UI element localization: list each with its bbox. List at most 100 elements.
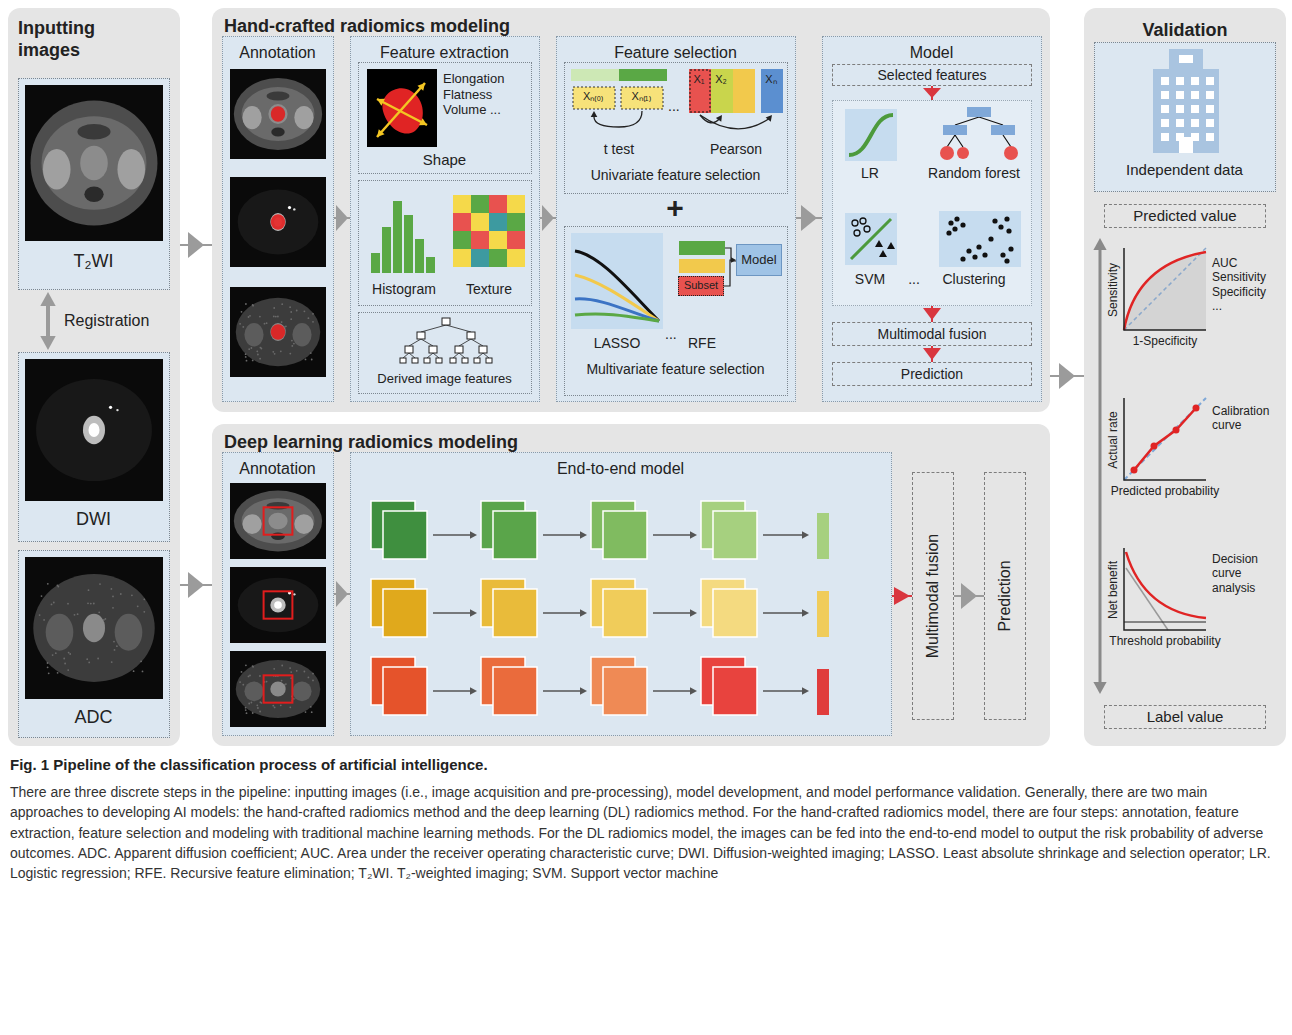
figure-part [1004,258,1009,263]
figure-part [716,115,722,122]
image-box: T₂WI [18,78,170,290]
caption-title: Fig. 1 Pipeline of the classification pr… [10,756,488,774]
figure-part [851,219,891,259]
figure-part [285,683,287,685]
node-text: ... [899,271,929,288]
figure-part [234,78,322,150]
figure-part [1191,77,1199,85]
figure-part [244,681,263,701]
figure-part [845,109,897,161]
figure-part [84,186,103,202]
figure-part [296,670,298,672]
step-column: Annotation [222,452,334,736]
figure-part [424,358,430,363]
figure-part [239,323,241,325]
figure-part [1093,238,1106,250]
figure-label: Predicted probability [1104,484,1226,498]
figure-part [236,298,320,366]
figure-part [290,318,292,320]
figure-part [48,672,50,674]
figure-part [308,677,310,679]
figure-part [700,115,770,129]
figure-part [246,712,248,714]
figure-part [409,353,415,358]
node-text: Model [737,245,781,275]
figure-part [248,316,250,318]
figure-part [251,702,253,704]
figure-part [304,671,306,673]
process-box: Prediction [832,362,1032,386]
figure-part [875,240,883,247]
figure-part [1131,467,1138,474]
figure-part [802,609,809,617]
figure-part [455,346,463,353]
figure-part [931,86,933,100]
connector [796,205,822,231]
figure-part [230,483,326,559]
figure-part [689,69,711,113]
figure-part [864,226,870,232]
figure-part [580,609,587,617]
method-panel: Deep learning radiomics modelingAnnotati… [212,424,1050,746]
figure-part [336,205,348,231]
figure-part [260,347,262,349]
figure-part [1179,55,1193,63]
figure-part [294,514,313,534]
figure-part [281,665,283,667]
figure-part [923,348,941,360]
node-text: Inputting images [18,18,138,61]
cnn-figure [361,487,881,727]
figure-part [1124,248,1206,330]
input-panel: Inputting imagesT₂WIDWIADC [8,8,180,746]
figure-part [417,83,425,91]
figure-part [453,353,459,358]
figure-part [1134,408,1196,470]
figure-part [256,704,258,706]
figure-part [310,352,312,354]
figure-part [1191,119,1199,127]
figure-part [77,124,110,140]
figure-part [280,704,282,706]
figure-part [143,611,145,613]
texture-figure [453,195,525,267]
data-box: Independent data [1094,42,1276,192]
figure-part [580,531,587,539]
figure-part [923,308,941,320]
figure-part [852,220,858,226]
figure-part [46,614,74,651]
figure-part [845,213,897,265]
figure-part [67,669,69,671]
figure-part [382,88,422,133]
figure-part [796,217,822,219]
figure-part [412,358,418,363]
figure-part [77,613,79,615]
figure-part [931,346,933,362]
node-text: Selected features [833,65,1031,85]
figure-part [261,702,263,704]
figure-part [261,348,263,350]
node-text: Validation [1084,20,1286,42]
figure-label: Xₙ₍₁₎ [620,90,662,103]
figure-part [713,511,757,559]
node-text: Independent data [1095,161,1274,179]
process-box: Predicted value [1104,204,1266,228]
figure-part [1124,622,1206,623]
figure-part [1206,119,1214,127]
figure-part [120,593,122,595]
figure-part [761,69,783,113]
figure-part [266,681,268,683]
node-text: SVM [833,271,907,288]
figure-part [580,687,587,695]
figure-part [281,321,283,323]
figure-part [311,359,313,361]
figure-part [1191,105,1199,113]
figure-part [241,311,243,313]
node-text: LR [833,165,907,182]
step-column: End-to-end model [350,452,892,736]
figure-part [68,652,70,654]
figure-part [234,491,322,552]
figure-part [57,584,59,586]
figure-part [33,574,154,682]
figure-part [270,681,285,696]
figure-part [1206,77,1214,85]
